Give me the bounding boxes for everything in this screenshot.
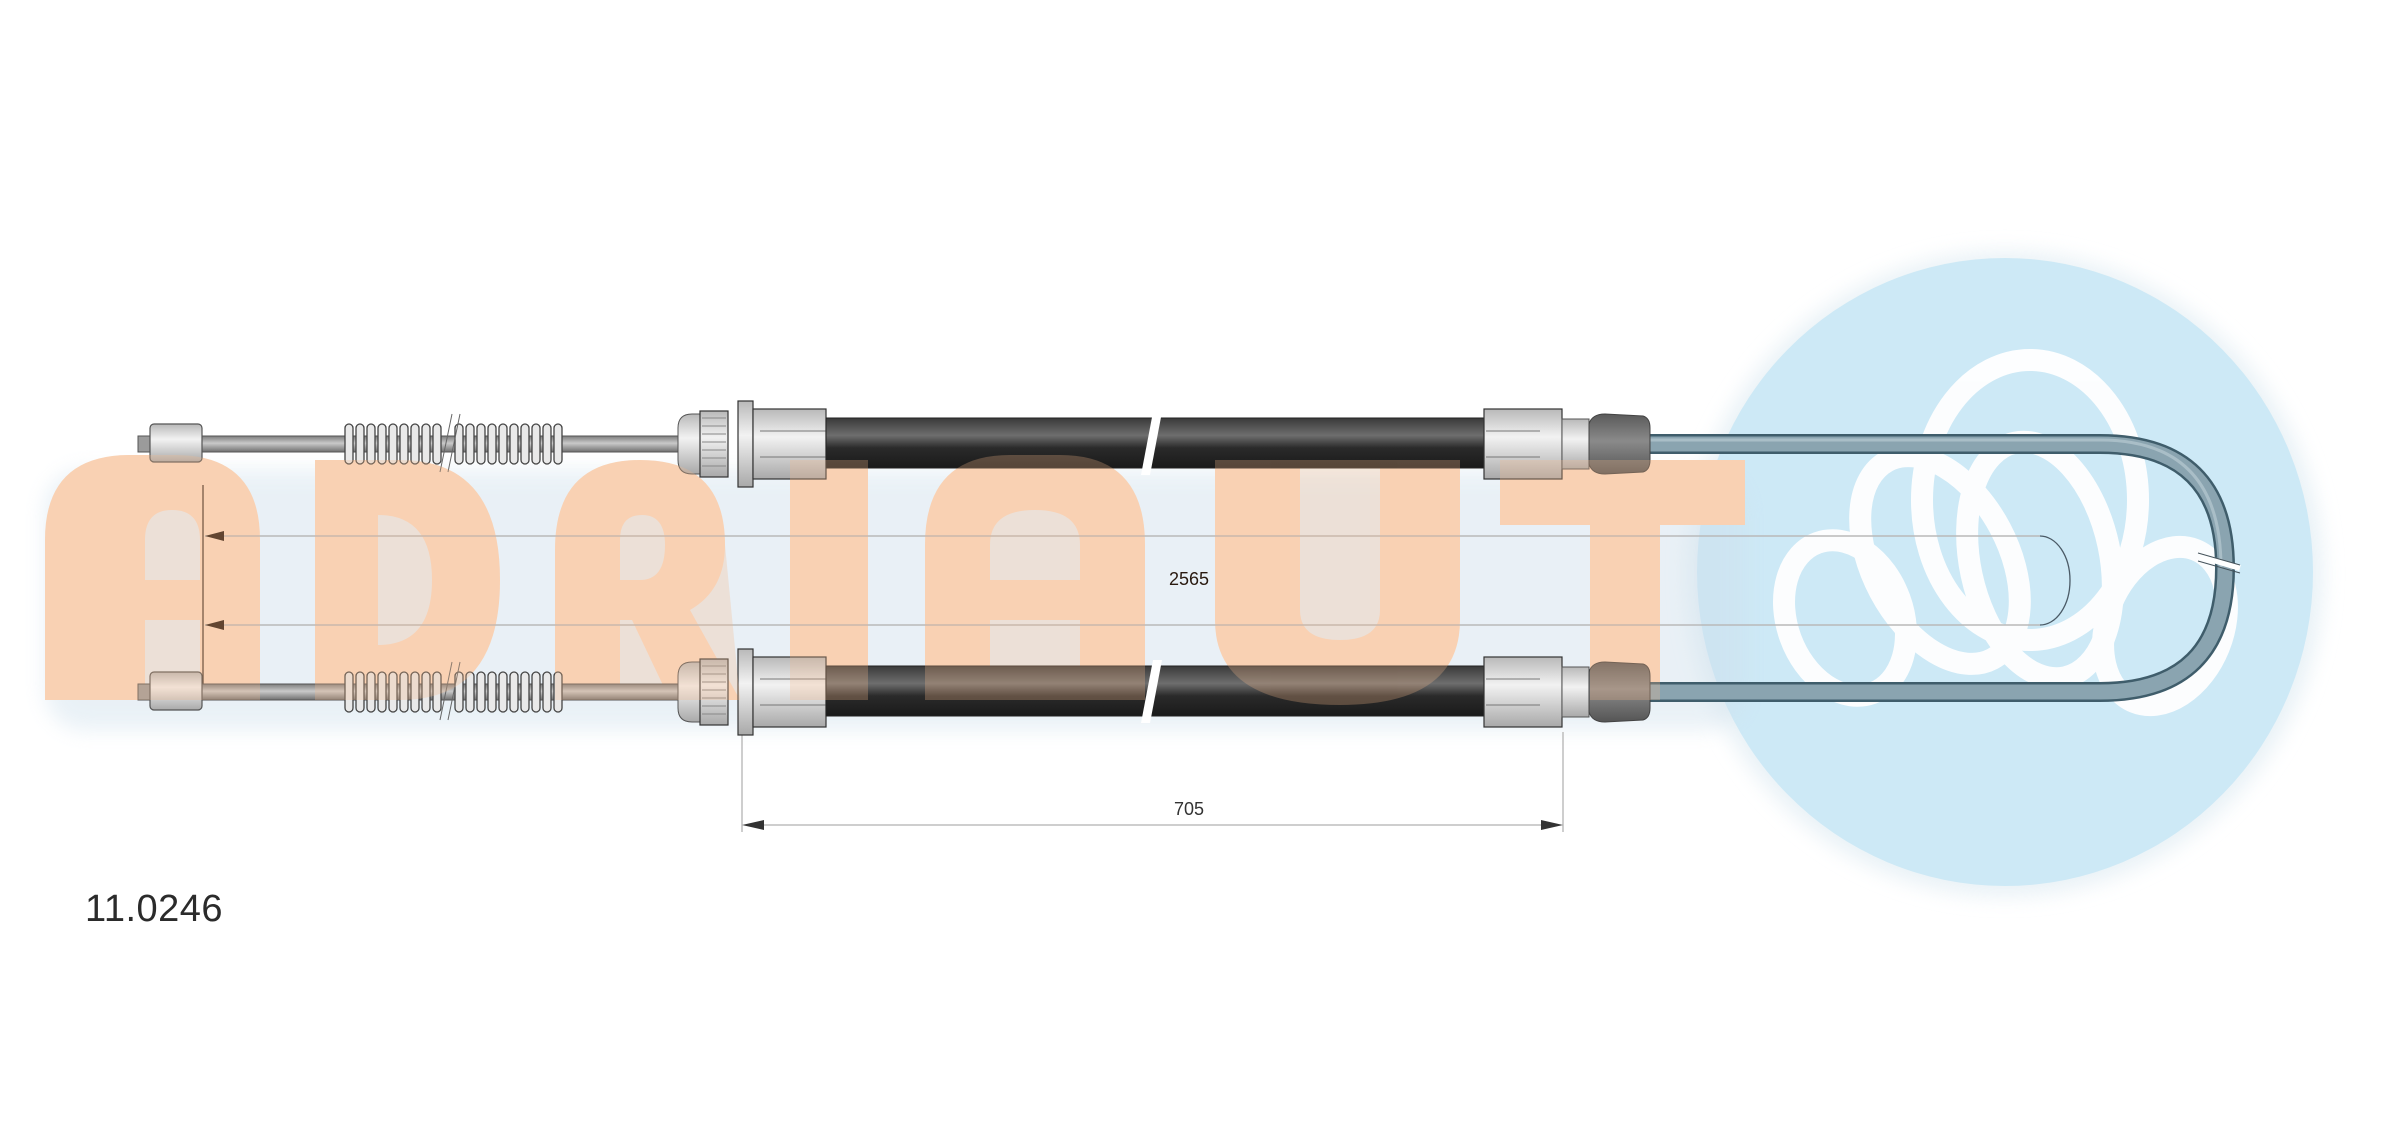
arrow-head-lower xyxy=(205,620,224,630)
spring-coils-top xyxy=(344,423,563,465)
watermark-letter-d xyxy=(315,460,500,700)
spring-break-mark xyxy=(439,661,453,721)
arrow-head-right xyxy=(1541,820,1563,830)
cable-end-nipple xyxy=(149,423,203,463)
cable-bottom xyxy=(137,648,1651,736)
dimension-sheath-length-label: 705 xyxy=(1174,799,1205,819)
dimension-sheath-length xyxy=(741,732,1564,832)
arrow-head-left xyxy=(742,820,764,830)
sheath-end-fitting xyxy=(1483,408,1590,480)
watermark-letter-u xyxy=(1215,460,1460,705)
spring-coils-bottom xyxy=(344,671,563,713)
sheath-adjuster-fitting xyxy=(677,648,827,736)
sheath-end-cap xyxy=(1588,661,1651,723)
logo-circle xyxy=(1687,252,2323,896)
cable-end-nipple xyxy=(149,671,203,711)
u-loop-inner-cable xyxy=(1650,434,2241,702)
watermark-text xyxy=(45,455,1745,730)
watermark-letter-a2 xyxy=(925,455,1145,700)
part-number: 11.0246 xyxy=(85,888,224,930)
dimension-total-length xyxy=(202,485,2071,700)
watermark-overlay xyxy=(45,455,1745,705)
cable-top xyxy=(137,400,1651,488)
sheath-end-fitting xyxy=(1483,656,1590,728)
dimension-total-length-label: 2565 xyxy=(1169,569,1210,589)
watermark-letter-a1 xyxy=(45,455,260,700)
arrow-head-upper xyxy=(205,531,224,541)
sheath-adjuster-fitting xyxy=(677,400,827,488)
watermark-letter-t xyxy=(1500,460,1745,700)
sheath-break-mark xyxy=(1141,412,1162,475)
sheath-end-cap xyxy=(1588,413,1651,475)
sheath-break-mark xyxy=(1141,660,1162,723)
watermark-letter-r xyxy=(555,460,740,700)
spring-break-mark xyxy=(439,413,453,473)
